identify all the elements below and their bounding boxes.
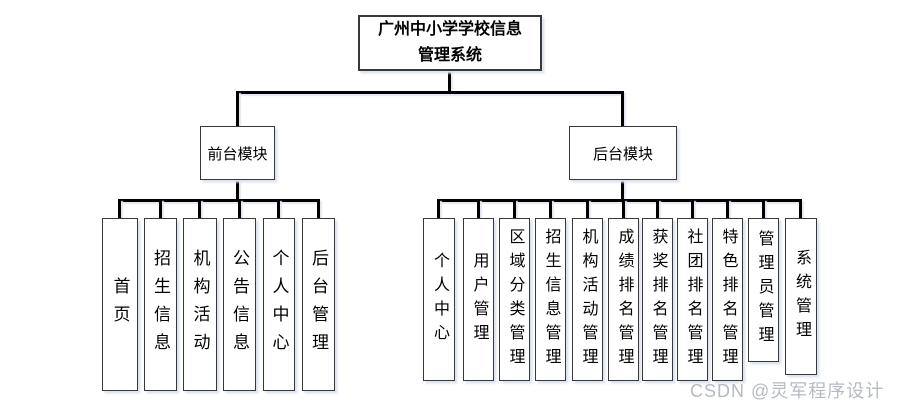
node-region-category-mgmt[interactable]: 区域分类管理 — [499, 218, 530, 381]
connector-line — [513, 199, 516, 218]
node-club-ranking-mgmt[interactable]: 社团排名管理 — [677, 218, 708, 381]
connector-line — [762, 199, 765, 218]
node-home[interactable]: 首页 — [102, 218, 138, 391]
connector-line — [586, 199, 589, 218]
node-back-module[interactable]: 后台模块 — [569, 126, 677, 180]
connector-line — [477, 199, 480, 218]
node-system-mgmt[interactable]: 系统管理 — [785, 218, 817, 375]
leaf-label: 机构活动管理 — [579, 227, 597, 372]
leaf-label: 用户管理 — [470, 251, 488, 348]
connector-line — [549, 199, 552, 218]
connector-line — [656, 199, 659, 218]
connector-line — [621, 91, 624, 128]
leaf-label: 社团排名管理 — [684, 227, 702, 372]
front-module-label: 前台模块 — [207, 145, 268, 163]
node-root[interactable]: 广州中小学学校信息 管理系统 — [358, 15, 542, 71]
node-backend-admin[interactable]: 后台管理 — [302, 218, 335, 391]
node-user-mgmt[interactable]: 用户管理 — [463, 218, 494, 381]
connector-line — [438, 199, 802, 202]
node-announcement[interactable]: 公告信息 — [223, 218, 256, 391]
connector-line — [198, 199, 201, 218]
node-front-module[interactable]: 前台模块 — [200, 126, 275, 180]
connector-line — [691, 199, 694, 218]
node-award-ranking-mgmt[interactable]: 获奖排名管理 — [642, 218, 673, 381]
connector-line — [448, 71, 451, 93]
connector-line — [118, 199, 121, 218]
leaf-label: 个人中心 — [269, 248, 289, 361]
leaf-label: 获奖排名管理 — [649, 227, 667, 372]
node-admin-mgmt[interactable]: 管理员管理 — [748, 218, 779, 362]
leaf-label: 首页 — [110, 276, 130, 333]
connector-line — [277, 199, 280, 218]
leaf-label: 招生信息 — [151, 248, 170, 361]
connector-line — [317, 199, 320, 218]
leaf-label: 招生信息管理 — [542, 227, 560, 372]
csdn-watermark: CSDN @灵军程序设计 — [690, 381, 885, 401]
connector-line — [236, 91, 239, 128]
leaf-label: 区域分类管理 — [506, 227, 524, 372]
connector-line — [119, 199, 320, 202]
connector-line — [437, 199, 440, 218]
leaf-label: 公告信息 — [230, 248, 249, 361]
leaf-label: 特色排名管理 — [719, 227, 737, 372]
connector-line — [159, 199, 162, 218]
node-admission-info[interactable]: 招生信息 — [144, 218, 177, 391]
leaf-label: 系统管理 — [793, 248, 810, 345]
connector-line — [799, 199, 802, 218]
node-score-ranking-mgmt[interactable]: 成绩排名管理 — [608, 218, 639, 381]
connector-line — [726, 199, 729, 218]
leaf-label: 成绩排名管理 — [615, 227, 633, 372]
node-personal-center-front[interactable]: 个人中心 — [263, 218, 295, 391]
connector-line — [236, 180, 239, 201]
connector-line — [238, 199, 241, 218]
node-admission-info-mgmt[interactable]: 招生信息管理 — [535, 218, 566, 381]
leaf-label: 管理员管理 — [755, 230, 773, 350]
root-title: 广州中小学学校信息 管理系统 — [377, 20, 522, 64]
leaf-label: 机构活动 — [190, 248, 210, 361]
connector-line — [622, 199, 625, 218]
leaf-label: 个人中心 — [431, 251, 448, 348]
node-org-activity-mgmt[interactable]: 机构活动管理 — [572, 218, 603, 381]
node-feature-ranking-mgmt[interactable]: 特色排名管理 — [712, 218, 743, 381]
node-personal-center-back[interactable]: 个人中心 — [423, 218, 455, 381]
connector-line — [236, 91, 624, 94]
node-org-activity[interactable]: 机构活动 — [183, 218, 217, 391]
leaf-label: 后台管理 — [309, 248, 328, 361]
connector-line — [621, 180, 624, 202]
back-module-label: 后台模块 — [592, 145, 653, 163]
